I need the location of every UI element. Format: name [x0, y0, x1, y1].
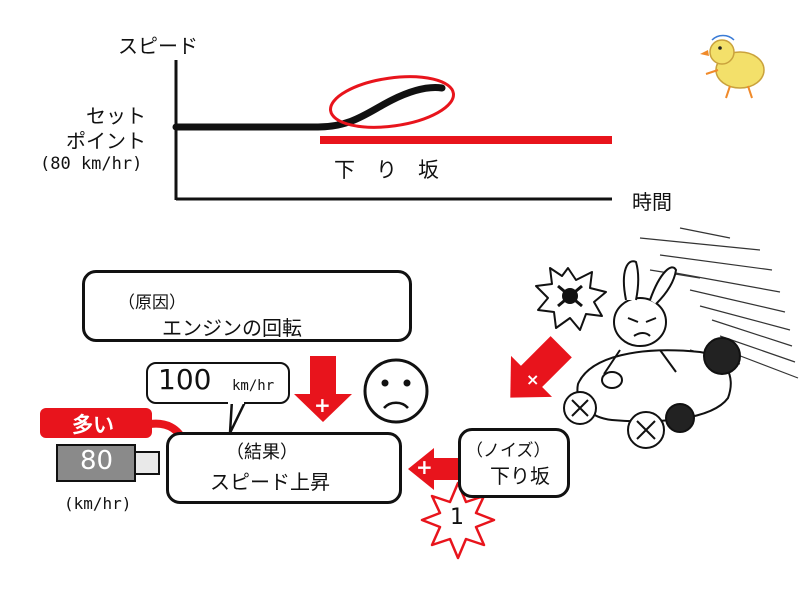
noise-title: （ノイズ） [466, 441, 551, 461]
cause-title: （原因） [118, 293, 186, 313]
result-text: スピード上昇 [210, 470, 330, 494]
noise-box [458, 428, 570, 498]
starburst-number: 1 [450, 505, 464, 530]
y-axis-label: スピード [118, 34, 198, 58]
x-axis-label: 時間 [632, 190, 672, 214]
gauge-knob [134, 451, 160, 475]
cause-text: エンジンの回転 [162, 316, 302, 340]
highlight-ellipse [329, 75, 455, 129]
downhill-label: 下 り 坂 [334, 158, 439, 182]
speed-speech-bubble [146, 362, 290, 404]
car-arrow-x-sign: × [526, 370, 540, 389]
result-box [166, 432, 402, 504]
skull-burst-icon [535, 267, 607, 331]
cause-plus-sign: + [314, 393, 331, 417]
cause-box [82, 270, 412, 342]
car-icon [563, 260, 741, 449]
gauge-value: 80 [80, 446, 114, 476]
gauge-display [56, 444, 136, 482]
noise-plus-sign: + [416, 455, 433, 479]
cause-arrow [294, 356, 352, 422]
starburst-icon [420, 481, 496, 560]
speech-bubble-value: 100 [158, 363, 212, 396]
sad-face-icon [363, 358, 429, 424]
setpoint-value: (80 km/hr) [40, 154, 143, 174]
result-title: （結果） [226, 442, 298, 463]
speech-bubble-tail [228, 398, 248, 435]
noise-text: 下り坂 [490, 464, 550, 488]
flag-label: 多い [72, 413, 114, 437]
setpoint-label-2: ポイント [66, 129, 146, 153]
speed-curve [172, 84, 446, 131]
noise-arrow [408, 448, 460, 490]
car-arrow [510, 336, 572, 398]
setpoint-label-1: セット [86, 104, 146, 128]
flag-label-box [40, 408, 152, 438]
downhill-bar [320, 136, 612, 144]
gauge-unit: (km/hr) [64, 494, 132, 513]
chick-icon [700, 34, 765, 99]
speech-bubble-unit: km/hr [232, 378, 275, 394]
